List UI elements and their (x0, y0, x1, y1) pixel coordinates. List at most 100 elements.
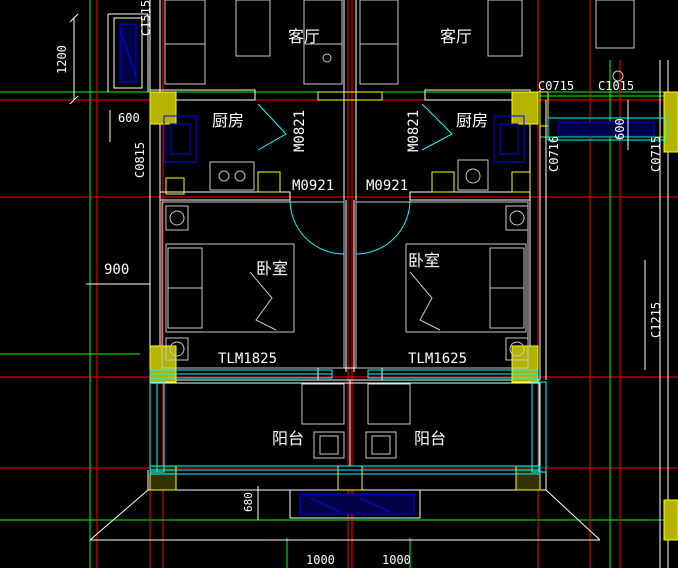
fridge-right (431, 171, 455, 193)
basin-right (365, 431, 397, 459)
label-c0715-b: C0715 (649, 136, 663, 172)
nightstand-left-top (165, 205, 189, 231)
door-swing-kitchen-right (421, 103, 453, 151)
wall-sep-right (409, 191, 531, 201)
window-bottom-hatch2 (359, 497, 391, 513)
nightstand-left-bot (165, 337, 189, 361)
table-left (235, 0, 271, 57)
window-c0716-frame (547, 117, 667, 141)
burner-right (465, 168, 481, 184)
label-bedroom-left: 卧室 (256, 259, 288, 278)
sofa-right-a (359, 0, 399, 85)
window-bottom-hatch (309, 497, 341, 513)
plant-right (612, 70, 624, 82)
door-swing-kitchen-left (257, 103, 287, 151)
sofa-right-b (595, 0, 635, 49)
label-m0921-right: M0921 (366, 178, 408, 194)
label-c0716: C0716 (547, 136, 561, 172)
wall-sep-left (159, 191, 291, 201)
sofa-left-b (303, 0, 343, 85)
label-m0821-right: M0821 (406, 110, 422, 152)
door-swings (257, 103, 453, 255)
label-dim-900: 900 (104, 262, 129, 278)
label-c1515: C1515 (139, 0, 153, 36)
column-right-small (539, 91, 549, 127)
label-tlm-right: TLM1625 (408, 351, 467, 367)
label-c0815: C0815 (133, 142, 147, 178)
bedroom-left-frame (161, 201, 345, 369)
label-balcony-right: 阳台 (414, 429, 446, 448)
label-m0821-left: M0821 (292, 110, 308, 152)
column-right-edge-bot (663, 499, 678, 541)
label-dim-1200: 1200 (55, 45, 69, 74)
windows (113, 17, 667, 515)
label-m0921-left: M0921 (292, 178, 334, 194)
label-dim-680: 680 (242, 492, 255, 512)
burner-left-1 (218, 170, 230, 182)
window-c1515-hatch (119, 29, 137, 77)
label-bedroom-right: 卧室 (408, 251, 440, 270)
counter-left (163, 115, 197, 163)
label-dim-600-b: 600 (613, 118, 627, 140)
label-kitchen-right: 厨房 (456, 111, 488, 130)
dimension-lines (69, 13, 646, 541)
plant-left (322, 53, 332, 63)
stove-left (209, 161, 255, 191)
label-living-left: 客厅 (288, 27, 320, 46)
labels: 客厅 客厅 厨房 厨房 卧室 卧室 阳台 阳台 M0821 M0821 M092… (55, 0, 663, 567)
balcony-rail (149, 382, 541, 471)
window-bottom-glass (299, 493, 415, 515)
sofa-left-a (164, 0, 206, 85)
label-dim-600-a: 600 (118, 111, 140, 125)
bed-left (165, 243, 295, 333)
sink-right (499, 123, 519, 155)
awning-outline-r (545, 470, 601, 541)
column-top-left (149, 91, 177, 125)
label-c1015: C1015 (598, 79, 634, 93)
label-c1215: C1215 (649, 302, 663, 338)
dim-1200-tick-b (69, 95, 79, 105)
sink-left (169, 123, 191, 155)
basin-left (313, 431, 345, 459)
door-swing-bedroom-right (355, 199, 411, 255)
appliance-right (511, 171, 531, 193)
table-right (487, 0, 523, 57)
dim-1200-tick-a (69, 13, 79, 23)
window-c1515-frame (113, 17, 143, 89)
basin-left-inner (319, 435, 339, 455)
awning-outline (89, 470, 149, 541)
bedroom-right-frame (355, 201, 529, 369)
door-swing-bedroom-left (289, 199, 345, 255)
column-top-right (511, 91, 539, 125)
lamp-right-bot (509, 341, 525, 357)
bed-right (405, 243, 527, 333)
window-c0716-glass (557, 121, 655, 137)
label-balcony-left: 阳台 (272, 429, 304, 448)
lamp-right-top (509, 210, 525, 226)
label-dim-1000-b: 1000 (382, 553, 411, 567)
bed-right-sheet (409, 271, 441, 331)
washer-right (367, 383, 411, 425)
column-mid-right (511, 345, 539, 383)
column-mid-left (149, 345, 177, 383)
basin-right-inner (371, 435, 391, 455)
washer-left (301, 383, 345, 425)
label-tlm-left: TLM1825 (218, 351, 277, 367)
column-top-center (317, 91, 383, 101)
label-kitchen-left: 厨房 (212, 111, 244, 130)
appliance-left (165, 177, 185, 195)
label-c0715-a: C0715 (538, 79, 574, 93)
stove-right (457, 159, 489, 191)
label-living-right: 客厅 (440, 27, 472, 46)
burner-left-2 (234, 170, 246, 182)
lamp-left-bot (169, 341, 185, 357)
fridge-left (257, 171, 281, 193)
furniture (161, 0, 635, 459)
bed-left-sheet (249, 271, 277, 331)
walls (89, 0, 669, 568)
lamp-left-top (169, 210, 185, 226)
counter-right (493, 115, 525, 163)
label-dim-1000-a: 1000 (306, 553, 335, 567)
column-right-edge-top (663, 91, 678, 153)
